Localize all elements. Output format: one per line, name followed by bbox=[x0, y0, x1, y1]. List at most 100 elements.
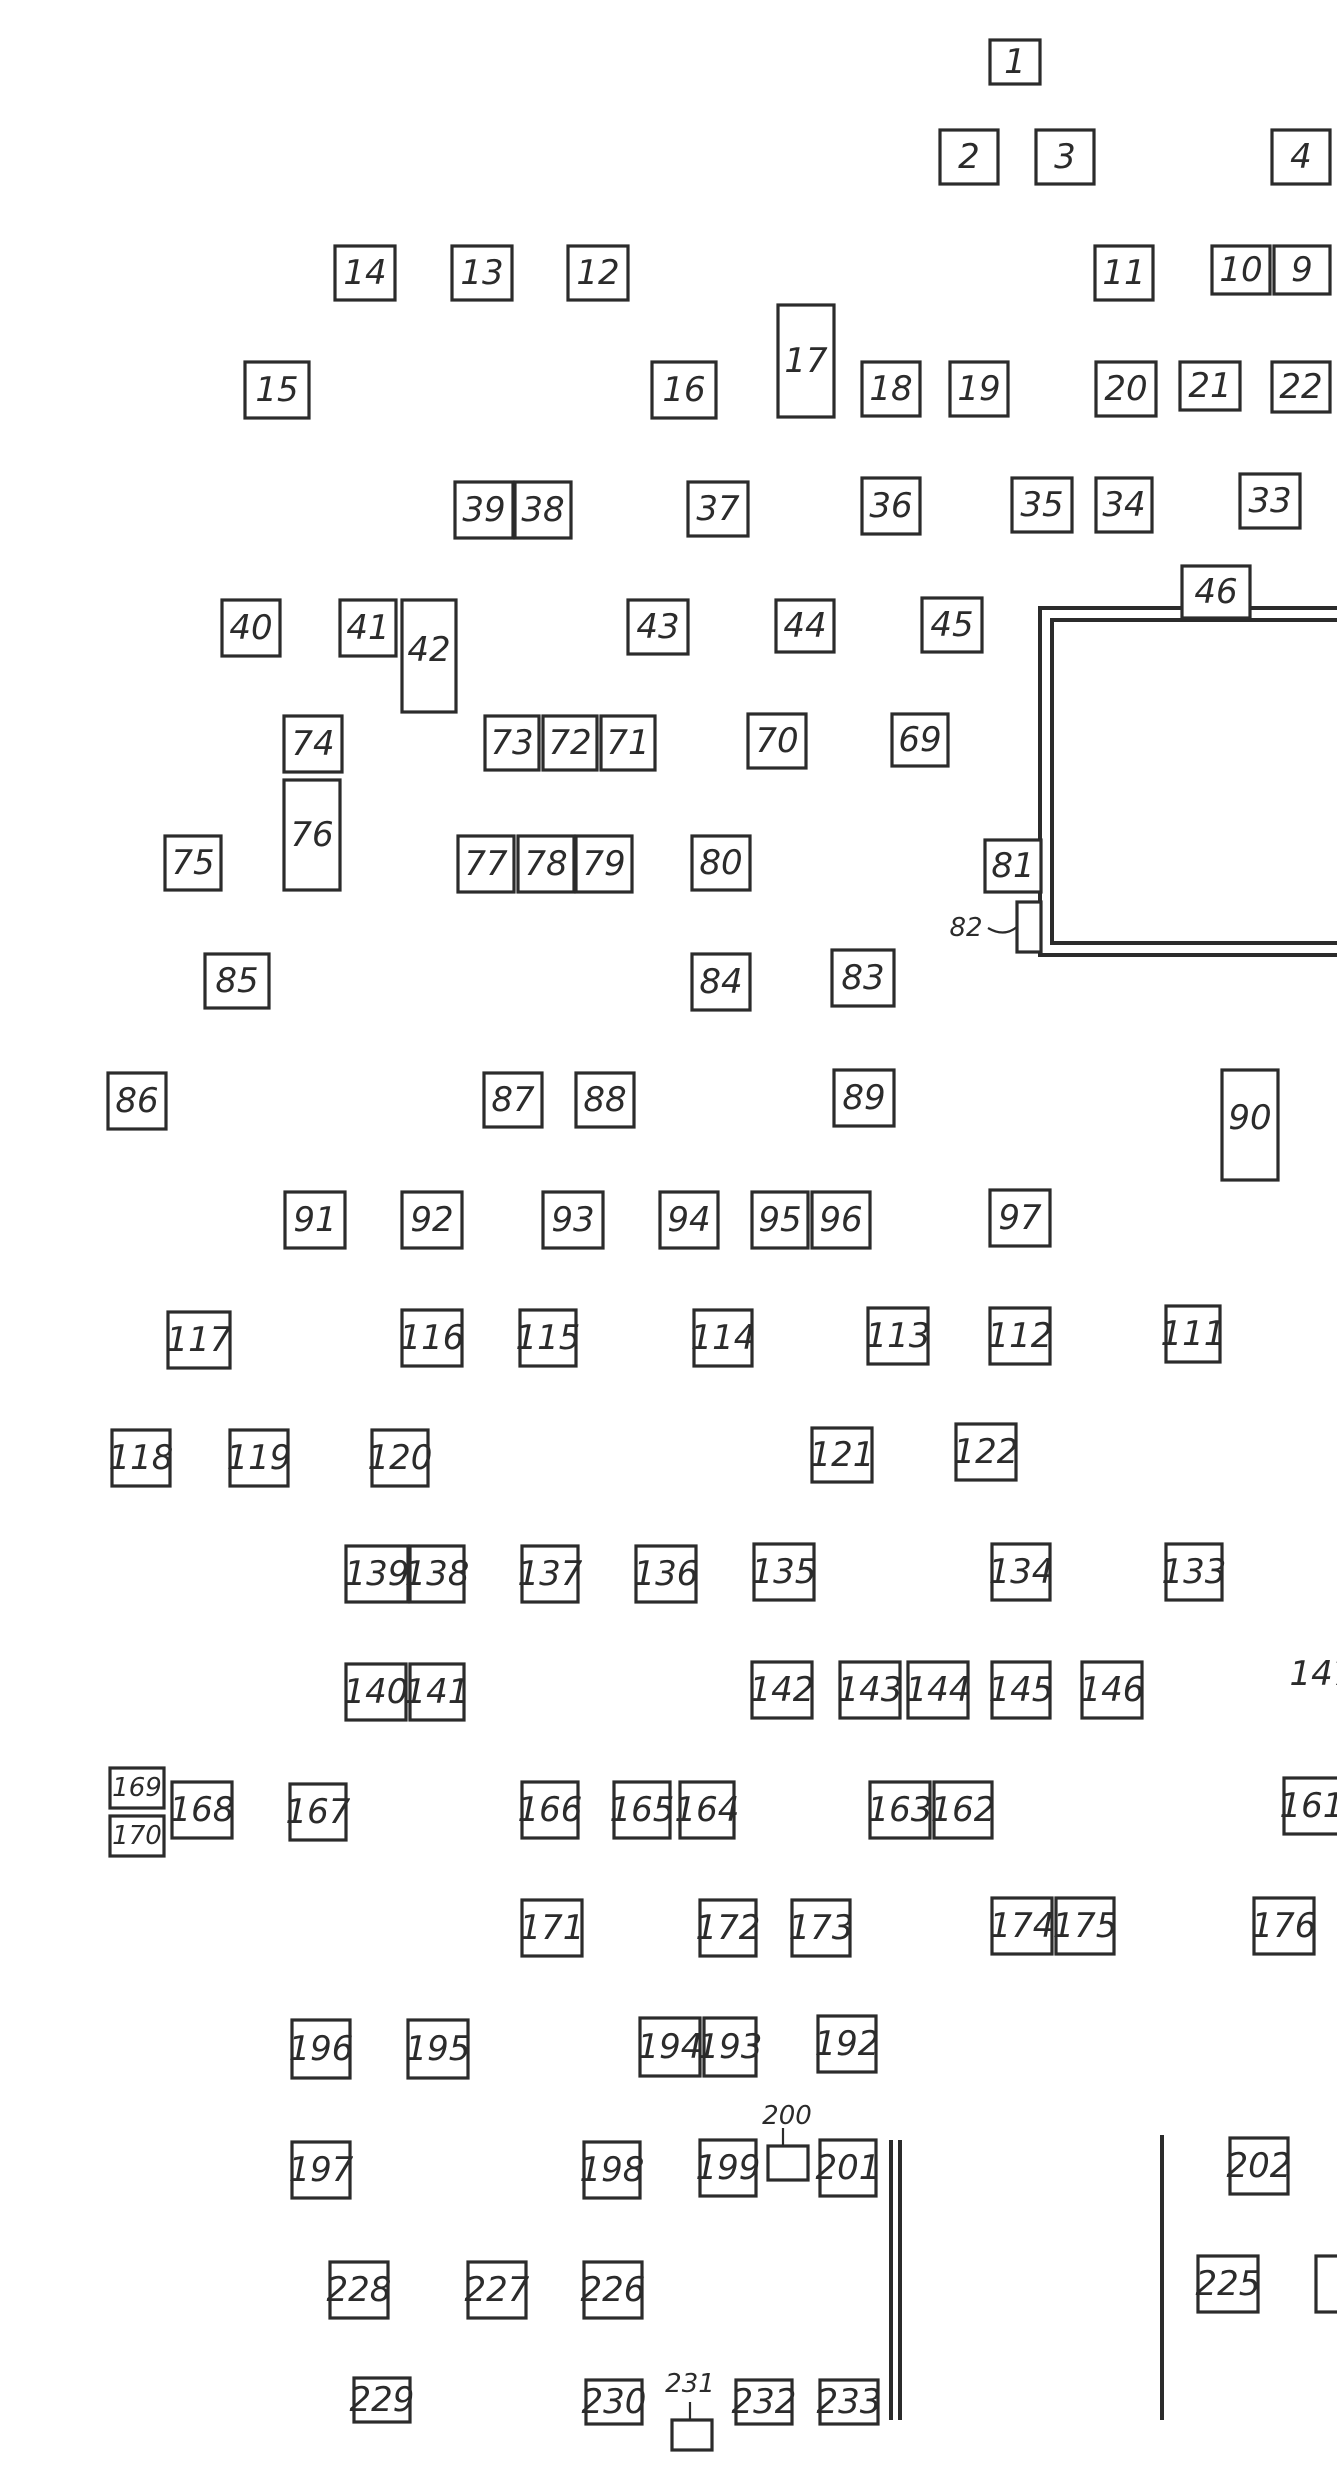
seat-box-232[interactable]: 232 bbox=[732, 2378, 797, 2426]
seat-box-15[interactable]: 15 bbox=[243, 360, 311, 420]
seat-box-136[interactable]: 136 bbox=[634, 1544, 699, 1604]
seat-box-46[interactable]: 46 bbox=[1180, 564, 1252, 620]
seat-box-165[interactable]: 165 bbox=[610, 1780, 675, 1840]
seat-box-167[interactable]: 167 bbox=[286, 1782, 351, 1842]
seat-box-12[interactable]: 12 bbox=[566, 244, 630, 302]
seat-box-164[interactable]: 164 bbox=[675, 1780, 740, 1840]
seat-box-230[interactable]: 230 bbox=[582, 2378, 647, 2426]
seat-box-45[interactable]: 45 bbox=[920, 596, 984, 654]
seat-box-77[interactable]: 77 bbox=[456, 834, 516, 894]
seat-box-115[interactable]: 115 bbox=[516, 1308, 581, 1368]
seat-box-199[interactable]: 199 bbox=[696, 2138, 761, 2198]
seat-box-10[interactable]: 10 bbox=[1210, 244, 1272, 296]
seat-box-37[interactable]: 37 bbox=[686, 480, 750, 538]
seat-box-168[interactable]: 168 bbox=[170, 1780, 235, 1840]
seat-box-14[interactable]: 14 bbox=[333, 244, 397, 302]
seat-box-202[interactable]: 202 bbox=[1227, 2136, 1292, 2196]
seat-box-13[interactable]: 13 bbox=[450, 244, 514, 302]
seat-box-80[interactable]: 80 bbox=[690, 834, 752, 892]
seat-box-175[interactable]: 175 bbox=[1053, 1896, 1118, 1956]
seat-box-134[interactable]: 134 bbox=[989, 1542, 1054, 1602]
seat-box-172[interactable]: 172 bbox=[696, 1898, 761, 1958]
seat-box-87[interactable]: 87 bbox=[482, 1071, 544, 1129]
seat-box-116[interactable]: 116 bbox=[400, 1308, 465, 1368]
seat-box-85[interactable]: 85 bbox=[203, 952, 271, 1010]
seat-box-41[interactable]: 41 bbox=[338, 598, 398, 658]
seat-box-117[interactable]: 117 bbox=[166, 1310, 232, 1370]
seat-box-143[interactable]: 143 bbox=[838, 1660, 903, 1720]
seat-box-141[interactable]: 141 bbox=[405, 1662, 470, 1722]
seat-box-138[interactable]: 138 bbox=[405, 1544, 470, 1604]
seat-box-81[interactable]: 81 bbox=[983, 838, 1043, 894]
seat-box-20[interactable]: 20 bbox=[1094, 360, 1158, 418]
seat-box-35[interactable]: 35 bbox=[1010, 476, 1074, 534]
seat-box-122[interactable]: 122 bbox=[954, 1422, 1019, 1482]
seat-box-139[interactable]: 139 bbox=[344, 1544, 410, 1604]
seat-box-121[interactable]: 121 bbox=[810, 1426, 875, 1484]
seat-box-92[interactable]: 92 bbox=[400, 1190, 464, 1250]
seat-box-18[interactable]: 18 bbox=[860, 360, 922, 418]
seat-box-162[interactable]: 162 bbox=[931, 1780, 996, 1840]
seat-box-38[interactable]: 38 bbox=[513, 480, 573, 540]
seat-box-135[interactable]: 135 bbox=[752, 1542, 817, 1602]
seat-box-225[interactable]: 225 bbox=[1196, 2254, 1261, 2314]
seat-box-1[interactable]: 1 bbox=[988, 38, 1042, 86]
seat-box-39[interactable]: 39 bbox=[453, 480, 515, 540]
seat-box-113[interactable]: 113 bbox=[866, 1306, 931, 1366]
seat-box-21[interactable]: 21 bbox=[1178, 360, 1242, 412]
seat-box-93[interactable]: 93 bbox=[541, 1190, 605, 1250]
seat-box-94[interactable]: 94 bbox=[658, 1190, 720, 1250]
seat-box-170[interactable]: 170 bbox=[108, 1814, 166, 1858]
seat-box-111[interactable]: 111 bbox=[1161, 1304, 1226, 1364]
seat-box-229[interactable]: 229 bbox=[350, 2376, 415, 2424]
seat-box-90[interactable]: 90 bbox=[1220, 1068, 1280, 1182]
seat-box-171[interactable]: 171 bbox=[520, 1898, 585, 1958]
seat-box-86[interactable]: 86 bbox=[106, 1071, 168, 1131]
seat-box-192[interactable]: 192 bbox=[815, 2014, 880, 2074]
seat-box-22[interactable]: 22 bbox=[1270, 360, 1332, 414]
seat-box-118[interactable]: 118 bbox=[109, 1428, 174, 1488]
seat-box-11[interactable]: 11 bbox=[1093, 244, 1155, 302]
seat-box-82[interactable] bbox=[1015, 900, 1043, 954]
seat-box-36[interactable]: 36 bbox=[860, 476, 922, 536]
seat-box-96[interactable]: 96 bbox=[810, 1190, 872, 1250]
seat-box-33[interactable]: 33 bbox=[1238, 472, 1302, 530]
seat-box-224-partial[interactable] bbox=[1314, 2254, 1337, 2314]
seat-box-97[interactable]: 97 bbox=[988, 1188, 1052, 1248]
seat-box-231[interactable] bbox=[670, 2418, 714, 2452]
seat-box-71[interactable]: 71 bbox=[599, 714, 657, 772]
seat-box-83[interactable]: 83 bbox=[830, 948, 896, 1008]
seat-box-173[interactable]: 173 bbox=[789, 1898, 854, 1958]
seat-box-89[interactable]: 89 bbox=[832, 1068, 896, 1128]
seat-box-147[interactable]: 147 bbox=[1290, 1650, 1337, 1694]
seat-box-227[interactable]: 227 bbox=[465, 2260, 530, 2320]
seat-box-226[interactable]: 226 bbox=[581, 2260, 646, 2320]
seat-box-166[interactable]: 166 bbox=[518, 1780, 583, 1840]
seat-box-201[interactable]: 201 bbox=[816, 2138, 881, 2198]
seat-box-43[interactable]: 43 bbox=[626, 598, 690, 656]
seat-box-195[interactable]: 195 bbox=[406, 2018, 471, 2080]
seat-box-73[interactable]: 73 bbox=[483, 714, 541, 772]
seat-box-163[interactable]: 163 bbox=[868, 1780, 933, 1840]
seat-box-72[interactable]: 72 bbox=[541, 714, 599, 772]
seat-box-174[interactable]: 174 bbox=[990, 1896, 1055, 1956]
seat-box-70[interactable]: 70 bbox=[746, 712, 808, 770]
seat-box-233[interactable]: 233 bbox=[817, 2378, 882, 2426]
seat-box-112[interactable]: 112 bbox=[988, 1306, 1053, 1366]
seat-box-114[interactable]: 114 bbox=[691, 1308, 756, 1368]
seat-box-176[interactable]: 176 bbox=[1252, 1896, 1317, 1956]
seat-box-95[interactable]: 95 bbox=[750, 1190, 810, 1250]
seat-box-200[interactable] bbox=[766, 2144, 810, 2182]
seat-box-19[interactable]: 19 bbox=[948, 360, 1010, 418]
seat-box-140[interactable]: 140 bbox=[344, 1662, 409, 1722]
seat-box-3[interactable]: 3 bbox=[1034, 128, 1096, 186]
seat-box-16[interactable]: 16 bbox=[650, 360, 718, 420]
seat-box-2[interactable]: 2 bbox=[938, 128, 1000, 186]
seat-box-79[interactable]: 79 bbox=[574, 834, 634, 894]
seat-box-17[interactable]: 17 bbox=[776, 303, 836, 419]
seat-box-40[interactable]: 40 bbox=[220, 598, 282, 658]
seat-box-84[interactable]: 84 bbox=[690, 952, 752, 1012]
seat-box-144[interactable]: 144 bbox=[906, 1660, 971, 1720]
seat-box-197[interactable]: 197 bbox=[289, 2140, 354, 2200]
seat-box-146[interactable]: 146 bbox=[1080, 1660, 1145, 1720]
